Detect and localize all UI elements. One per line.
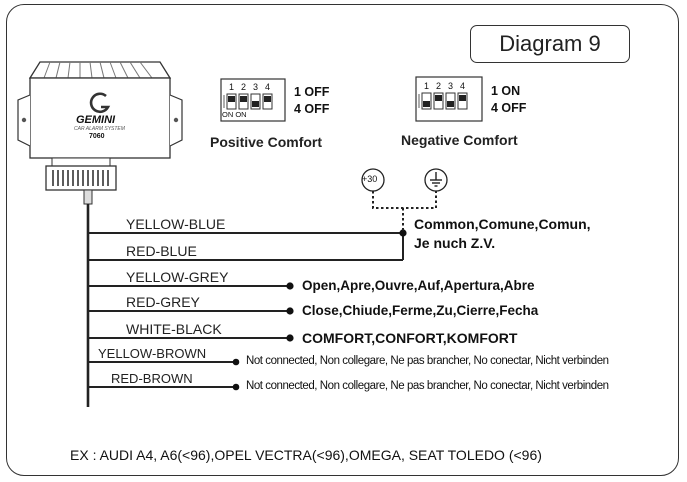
dip-2-state: 4 OFF — [491, 101, 527, 115]
dip-1-number: 4 — [265, 82, 271, 92]
wire-label-red-grey: RED-GREY — [126, 294, 200, 310]
wire-label-yellow-grey: YELLOW-GREY — [126, 269, 229, 285]
dip-1-number: 3 — [253, 82, 259, 92]
alarm-module-icon — [17, 61, 183, 205]
dip-1-caption: Positive Comfort — [210, 134, 323, 150]
dip-switch-positive — [220, 78, 286, 122]
dip-1-number: 1 — [229, 82, 235, 92]
dip-2-number: 4 — [460, 81, 466, 91]
wire-label-yellow-brown: YELLOW-BROWN — [98, 346, 207, 361]
diagram-title-text: Diagram 9 — [499, 31, 601, 56]
plus30-terminal-icon — [361, 168, 385, 192]
dip-1-number: 2 — [241, 82, 247, 92]
junction-dot — [286, 307, 294, 315]
common-junction-dot — [399, 229, 407, 237]
dip-2-state: 1 ON — [491, 84, 521, 98]
module-tagline: CAR ALARM SYSTEM — [74, 126, 125, 132]
dip-1-on-labels: ON ON — [222, 110, 247, 119]
common-label-line-1: Common,Comune,Comun, — [414, 216, 591, 232]
function-not-connected: Not connected, Non collegare, Ne pas bra… — [246, 355, 609, 367]
wire-label-yellow-blue: YELLOW-BLUE — [126, 216, 226, 232]
function-close: Close,Chiude,Ferme,Zu,Cierre,Fecha — [302, 303, 539, 318]
plus30-label: +30 — [362, 174, 378, 184]
wire-label-red-brown: RED-BROWN — [111, 371, 193, 386]
dip-2-number: 1 — [424, 81, 430, 91]
junction-dot — [232, 358, 240, 366]
wire-label-white-black: WHITE-BLACK — [126, 321, 222, 337]
module-brand: GEMINI — [76, 114, 116, 126]
diagram-title: Diagram 9 — [470, 25, 630, 63]
common-label-line-2: Je nuch Z.V. — [414, 235, 496, 251]
dip-switch-negative — [415, 76, 483, 122]
module-model: 7060 — [89, 133, 105, 140]
junction-dot — [286, 282, 294, 290]
dip-2-caption: Negative Comfort — [401, 132, 518, 148]
function-not-connected: Not connected, Non collegare, Ne pas bra… — [246, 380, 609, 392]
dip-2-number: 2 — [436, 81, 442, 91]
function-open: Open,Apre,Ouvre,Auf,Apertura,Abre — [302, 278, 535, 293]
dip-2-number: 3 — [448, 81, 454, 91]
wire-label-red-blue: RED-BLUE — [126, 243, 197, 259]
dip-1-state: 1 OFF — [294, 85, 330, 99]
terminal-links — [372, 191, 437, 233]
dip-1-state: 4 OFF — [294, 102, 330, 116]
function-comfort: COMFORT,CONFORT,KOMFORT — [302, 330, 518, 346]
junction-dot — [286, 334, 294, 342]
diagram-frame — [6, 4, 679, 476]
ground-icon — [424, 168, 448, 192]
junction-dot — [232, 383, 240, 391]
gemini-logo-icon — [89, 92, 111, 114]
vehicle-examples: EX : AUDI A4, A6(<96),OPEL VECTRA(<96),O… — [70, 447, 542, 463]
